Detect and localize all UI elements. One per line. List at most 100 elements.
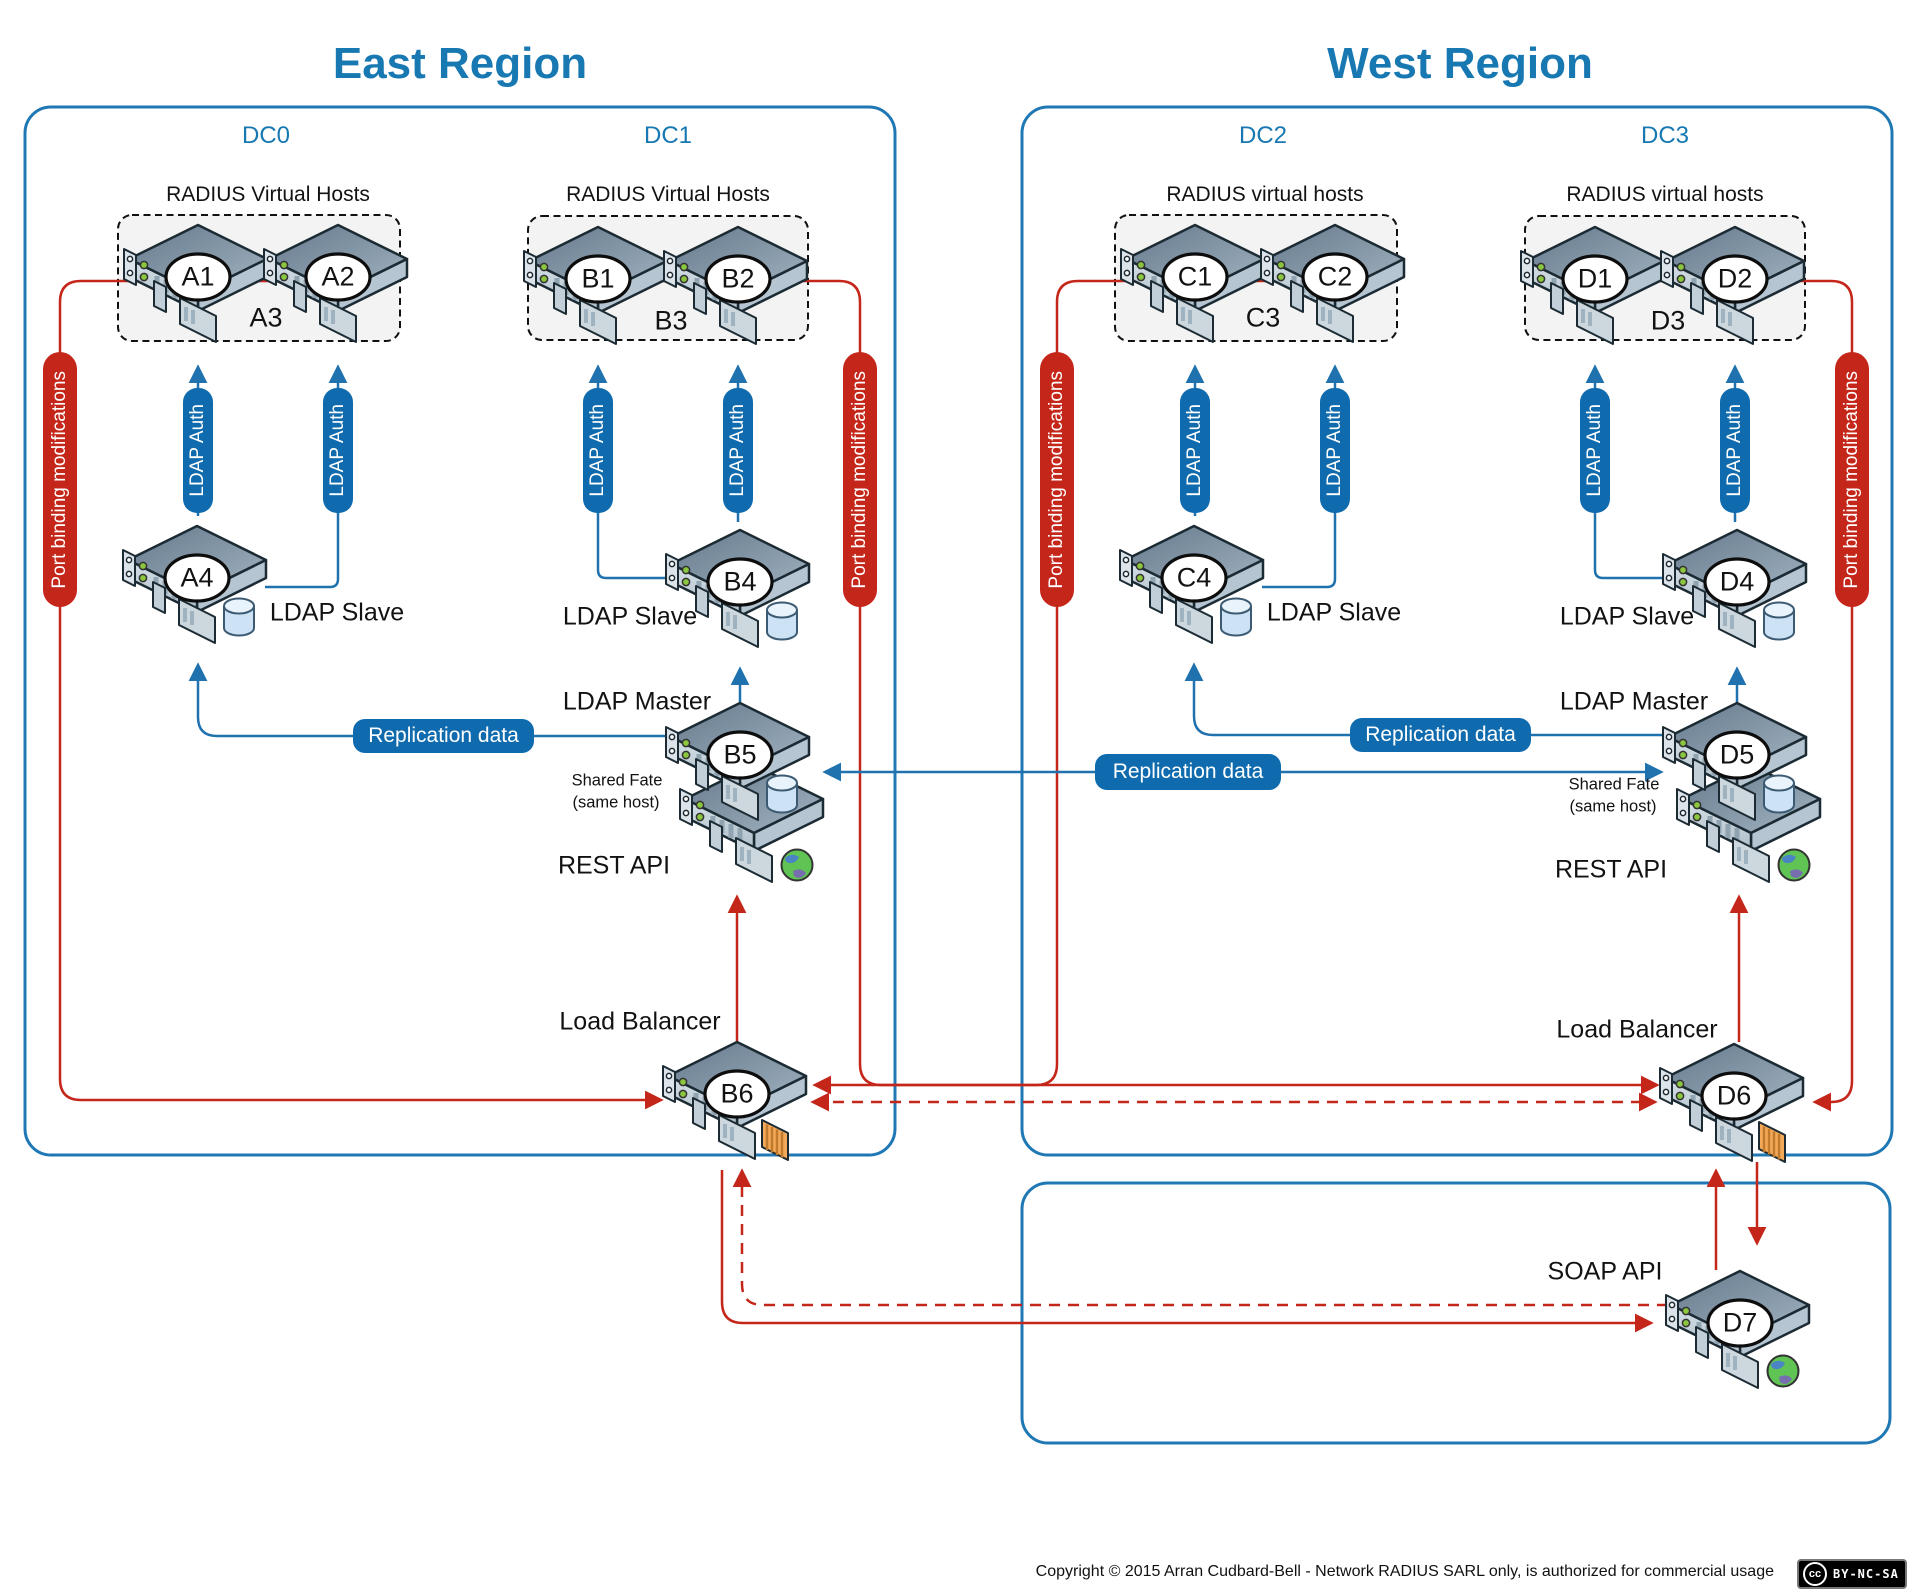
server-icon-d4	[1662, 528, 1808, 648]
server-icon-b6	[662, 1040, 808, 1161]
east-region-box	[23, 105, 897, 1157]
rest-api-label-west: REST API	[1554, 855, 1668, 884]
server-icon-d6	[1659, 1042, 1805, 1163]
dc2-label: DC2	[1238, 122, 1288, 149]
node-label-c2: C2	[1317, 261, 1353, 292]
dc3-hosts-title: RADIUS virtual hosts	[1566, 183, 1764, 206]
server-icon-d7	[1665, 1269, 1811, 1389]
blue-line-d5-to-c4-replication	[1184, 662, 1669, 737]
server-icon-d5	[1662, 701, 1808, 821]
node-label-d1: D1	[1577, 263, 1613, 294]
node-label-b4: B4	[723, 566, 757, 597]
ldap-master-label-east: LDAP Master	[562, 687, 712, 716]
ldap-auth-pill-d1: LDAP Auth	[1580, 388, 1610, 513]
blue-line-a4-to-a2	[265, 364, 348, 589]
node-label-b5: B5	[723, 739, 757, 770]
rest-api-label-east: REST API	[557, 851, 671, 880]
cc-license-badge: cc BY-NC-SA	[1797, 1559, 1907, 1589]
ldap-slave-label-dc3: LDAP Slave	[1559, 602, 1695, 631]
soap-api-box	[1020, 1181, 1892, 1445]
ldap-auth-pill-a1: LDAP Auth	[183, 388, 213, 513]
node-label-b6: B6	[720, 1078, 754, 1109]
cluster-label-b3: B3	[654, 305, 688, 336]
shared-fate-line1-east: Shared Fate	[571, 771, 663, 790]
red-line-dc2-top	[1055, 279, 1335, 303]
replication-pill-cross-region: Replication data	[1095, 754, 1281, 790]
red-line-dc3-to-d6	[1812, 302, 1854, 1112]
node-label-a1: A1	[181, 261, 215, 292]
soap-api-label: SOAP API	[1547, 1257, 1663, 1286]
node-label-d7: D7	[1722, 1307, 1758, 1338]
node-label-c4: C4	[1176, 562, 1212, 593]
ldap-auth-pill-a2: LDAP Auth	[323, 388, 353, 513]
server-icon-d1	[1520, 225, 1666, 345]
cluster-label-c3: C3	[1245, 302, 1281, 333]
shared-fate-line1-west: Shared Fate	[1568, 775, 1660, 794]
red-dashed-d7-to-b6	[732, 1168, 1668, 1307]
node-label-b2: B2	[721, 263, 755, 294]
dc1-label: DC1	[643, 122, 693, 149]
dc3-label: DC3	[1640, 122, 1690, 149]
server-icon-a1	[123, 223, 269, 343]
shared-fate-line2-east: (same host)	[572, 793, 660, 812]
port-binding-pill-dc1: Port binding modifications	[843, 352, 877, 607]
server-icon-a4	[122, 524, 268, 644]
ldap-slave-label-dc2: LDAP Slave	[1266, 598, 1402, 627]
dc0-label: DC0	[241, 122, 291, 149]
node-label-d2: D2	[1717, 263, 1753, 294]
server-icon-b1	[523, 225, 669, 345]
ldap-auth-pill-b2: LDAP Auth	[723, 388, 753, 513]
ldap-auth-pill-d2: LDAP Auth	[1720, 388, 1750, 513]
red-line-dc0-to-b6	[58, 302, 664, 1110]
load-balancer-label-east: Load Balancer	[559, 1007, 721, 1036]
port-binding-pill-dc3: Port binding modifications	[1835, 352, 1869, 607]
load-balancer-label-west: Load Balancer	[1556, 1015, 1718, 1044]
blue-line-b5-to-a4-replication	[188, 662, 672, 738]
server-icon-b5	[665, 701, 811, 821]
ldap-auth-pill-c1: LDAP Auth	[1180, 388, 1210, 513]
ldap-auth-pill-b1: LDAP Auth	[583, 388, 613, 513]
copyright-text: Copyright © 2015 Arran Cudbard-Bell - Ne…	[1035, 1563, 1774, 1580]
port-binding-pill-dc0: Port binding modifications	[43, 352, 77, 607]
node-label-a2: A2	[321, 261, 355, 292]
blue-line-d4-to-d1	[1585, 364, 1669, 580]
red-line-dc0-top	[58, 279, 338, 303]
replication-pill-east: Replication data	[353, 719, 534, 753]
port-binding-pill-dc2: Port binding modifications	[1040, 352, 1074, 607]
server-icon-c1	[1120, 223, 1266, 343]
red-line-dc1-to-d6	[858, 302, 1660, 1095]
server-icon-c4	[1119, 524, 1265, 644]
red-line-dc1-top	[598, 279, 862, 303]
dc1-hosts-title: RADIUS Virtual Hosts	[566, 183, 770, 206]
node-label-c1: C1	[1177, 261, 1213, 292]
cluster-label-d3: D3	[1650, 305, 1686, 336]
node-label-d6: D6	[1716, 1080, 1752, 1111]
cluster-label-a3: A3	[249, 302, 283, 333]
server-icon-d2	[1660, 225, 1806, 345]
blue-line-b4-to-b1	[588, 364, 672, 580]
node-label-d4: D4	[1719, 566, 1755, 597]
node-label-b1: B1	[581, 263, 615, 294]
west-region-title: West Region	[1327, 39, 1593, 88]
node-label-a4: A4	[180, 562, 214, 593]
red-line-b6-to-d7	[720, 1170, 1654, 1333]
node-label-d5: D5	[1719, 739, 1755, 770]
cc-icon: cc	[1803, 1562, 1827, 1586]
dc0-hosts-title: RADIUS Virtual Hosts	[166, 183, 370, 206]
ldap-slave-label-dc1: LDAP Slave	[562, 602, 698, 631]
east-region-title: East Region	[332, 39, 588, 88]
blue-line-c4-to-c2	[1262, 364, 1345, 589]
ldap-auth-pill-c2: LDAP Auth	[1320, 388, 1350, 513]
ldap-slave-label-dc0: LDAP Slave	[269, 598, 405, 627]
replication-pill-west: Replication data	[1350, 718, 1531, 752]
server-icon-a2	[263, 223, 409, 343]
server-icon-b2	[663, 225, 809, 345]
server-icon-c2	[1260, 223, 1406, 343]
dc2-hosts-title: RADIUS virtual hosts	[1166, 183, 1364, 206]
red-line-dc3-top	[1595, 279, 1854, 303]
shared-fate-line2-west: (same host)	[1569, 797, 1657, 816]
west-region-box	[1020, 105, 1894, 1157]
ldap-master-label-west: LDAP Master	[1559, 687, 1709, 716]
